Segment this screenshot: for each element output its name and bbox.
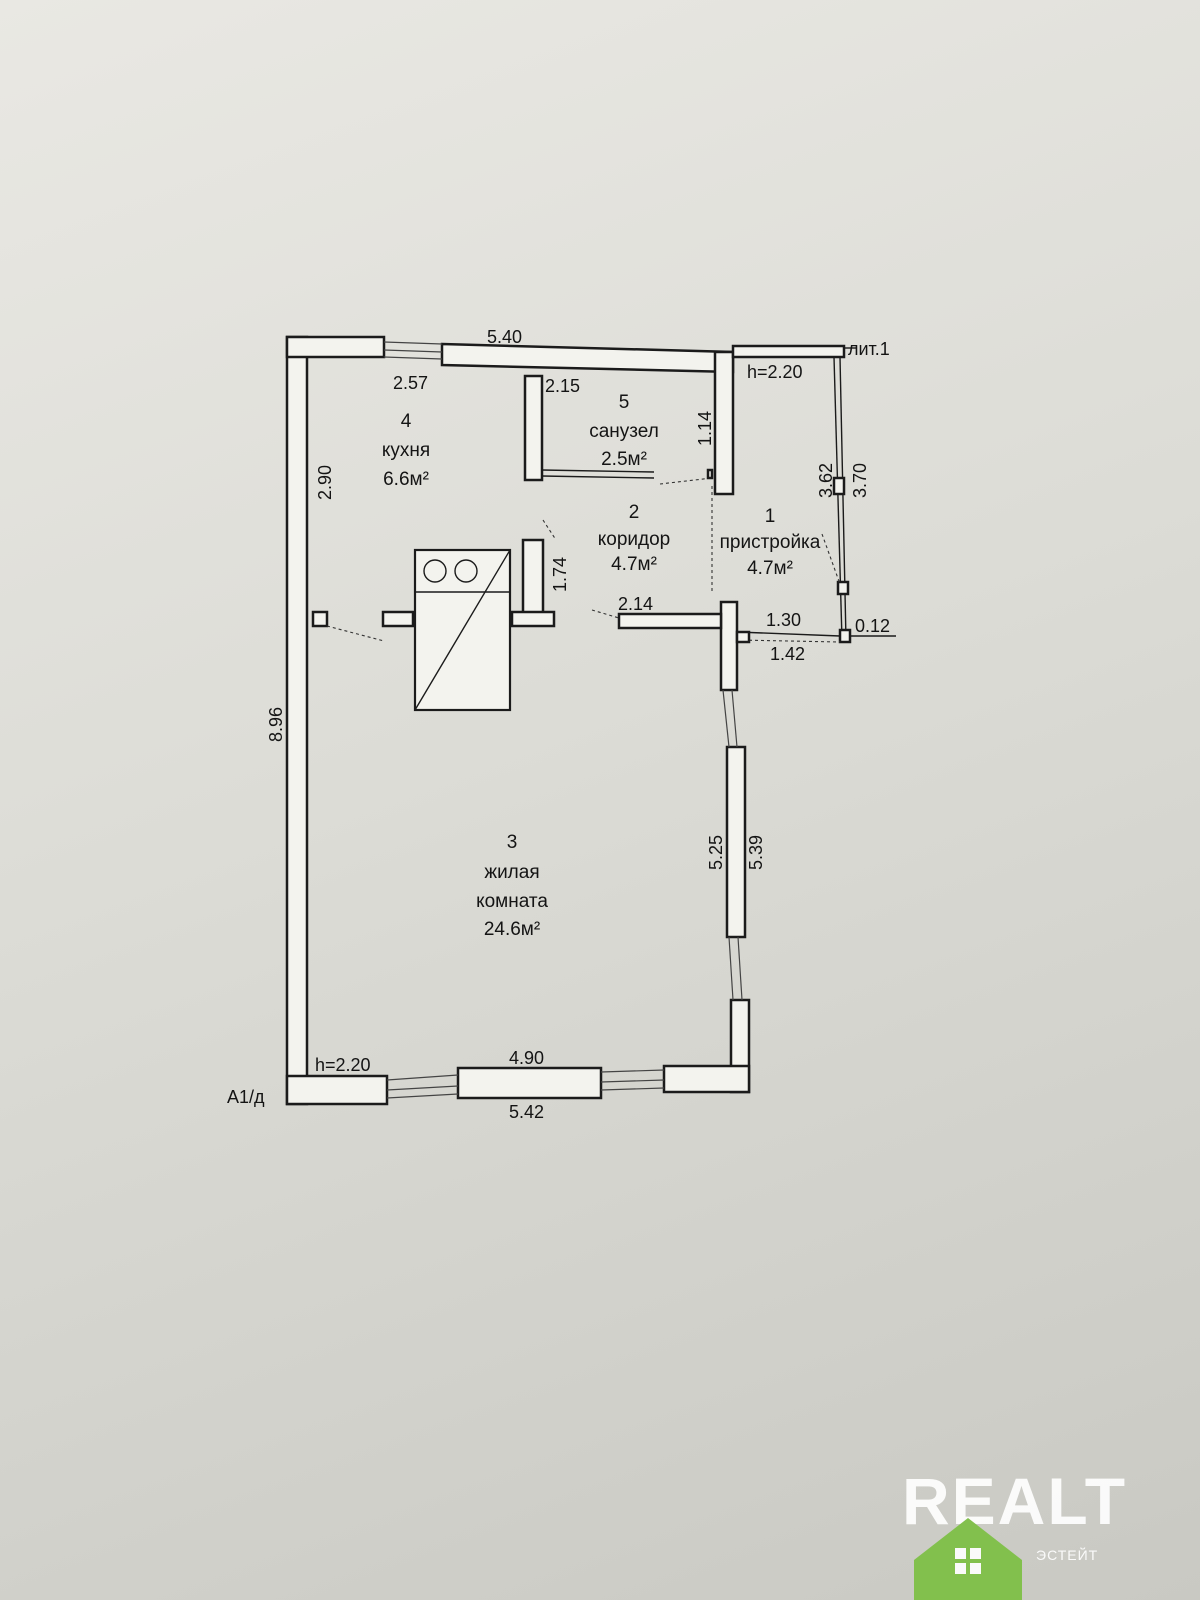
annex-post-1 [832, 476, 846, 496]
wall-top-left [285, 335, 386, 359]
dim-annex-inner: 3.62 [816, 463, 836, 498]
realt-logo: REALT ЭСТЕЙТ [902, 1464, 1127, 1600]
window-bottom-2 [600, 1069, 665, 1073]
room-5-bathroom: 5 санузел 2.5м² [589, 392, 659, 470]
annex-post-3 [838, 628, 852, 644]
dim-bath-height: 1.14 [695, 411, 715, 446]
window-right-2 [728, 936, 734, 1001]
room-3-area: 24.6м² [484, 919, 540, 940]
wall-chimney [521, 538, 545, 616]
room-5-number: 5 [619, 392, 630, 413]
dim-corridor-width: 2.14 [618, 594, 653, 614]
dim-left-overall: 8.96 [266, 707, 286, 742]
wall-annex-bottom [736, 631, 841, 637]
door-annex-outer [821, 533, 841, 585]
dim-corridor-height: 1.74 [550, 557, 570, 592]
wall-partition-right [617, 612, 723, 630]
stove-burner-1 [423, 559, 447, 583]
dim-bottom-outer: 5.42 [509, 1102, 544, 1122]
dim-annex-w-outer: 1.42 [770, 644, 805, 664]
logo-word: REALT [902, 1464, 1127, 1538]
window-top [383, 341, 443, 345]
room-4-area: 6.6м² [383, 469, 429, 490]
window-right-1 [722, 689, 730, 748]
wall-partition-left [381, 610, 415, 628]
wall-bottom-right [662, 1064, 751, 1094]
room-2-name: коридор [598, 529, 671, 550]
door-corridor-left [542, 519, 557, 541]
door-corridor-living [591, 609, 620, 619]
wall-top-right [440, 342, 735, 374]
room-3-number: 3 [507, 832, 518, 853]
wall-partition-stove [510, 610, 556, 628]
room-1-name: пристройка [720, 532, 821, 553]
dim-right-inner: 5.25 [706, 835, 726, 870]
logo-house-icon [914, 1518, 1022, 1600]
door-kitchen [326, 625, 385, 642]
wall-right-upper [713, 350, 735, 496]
dim-right-outer: 5.39 [746, 835, 766, 870]
dim-main-h: h=2.20 [315, 1055, 371, 1075]
dim-annex-w-inner: 1.30 [766, 610, 801, 630]
room-4-name: кухня [382, 440, 430, 461]
room-1-annex: 1 пристройка 4.7м² [720, 506, 821, 579]
dim-top-overall: 5.40 [487, 327, 522, 347]
wall-bath-bottom [541, 469, 655, 473]
room-2-corridor: 2 коридор 4.7м² [598, 502, 671, 575]
stove-burner-2 [454, 559, 478, 583]
room-3-name-2: комната [476, 891, 548, 912]
wall-left [285, 335, 309, 1106]
room-5-area: 2.5м² [601, 449, 647, 470]
dim-annex-wall: 0.12 [855, 616, 890, 636]
wall-bottom-mid [456, 1066, 603, 1100]
marker-a1d: А1/д [227, 1087, 265, 1107]
room-4-number: 4 [401, 411, 412, 432]
dim-annex-h: h=2.20 [747, 362, 803, 382]
room-4-kitchen: 4 кухня 6.6м² [382, 411, 430, 490]
room-5-name: санузел [589, 421, 659, 442]
wall-bottom-left [285, 1074, 389, 1106]
room-1-number: 1 [765, 506, 776, 527]
room-2-number: 2 [629, 502, 640, 523]
wall-right-mid [719, 600, 739, 692]
dim-bottom-inner: 4.90 [509, 1048, 544, 1068]
window-bottom-1 [386, 1074, 459, 1081]
door-bath [659, 477, 713, 485]
marker-lit: лит.1 [848, 339, 890, 359]
wall-bath-left [523, 374, 544, 482]
dim-top-window: 2.57 [393, 373, 428, 393]
wall-right-lower [725, 745, 747, 939]
room-2-area: 4.7м² [611, 554, 657, 575]
room-3-living: 3 жилая комната 24.6м² [476, 832, 548, 940]
room-3-name-1: жилая [484, 862, 539, 883]
room-1-area: 4.7м² [747, 558, 793, 579]
wall-annex-top [731, 344, 846, 359]
annex-post-2 [836, 580, 850, 596]
logo-sub: ЭСТЕЙТ [1036, 1546, 1098, 1563]
dim-annex-outer: 3.70 [850, 463, 870, 498]
dim-kitchen-height: 2.90 [315, 465, 335, 500]
wall-post-left [311, 610, 329, 628]
dim-bath-width: 2.15 [545, 376, 580, 396]
